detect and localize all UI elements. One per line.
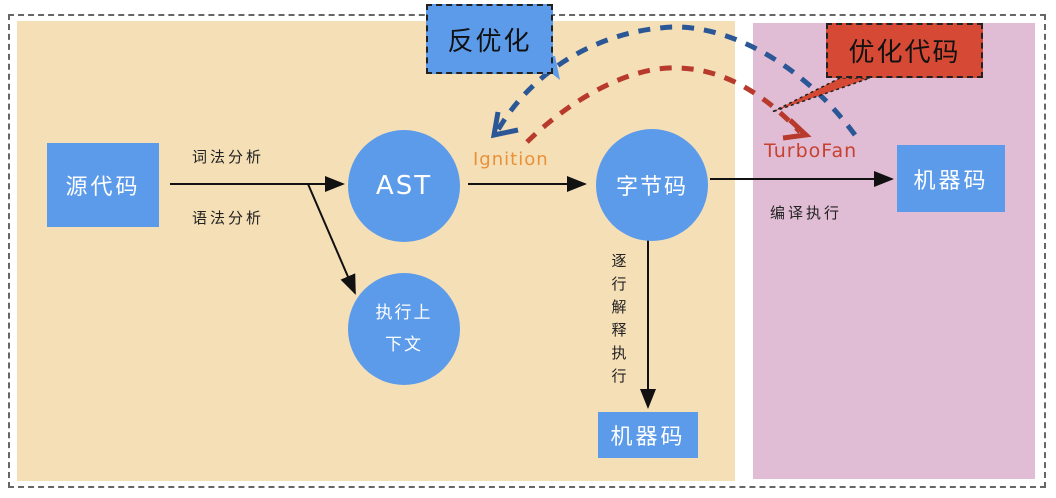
interpret-char: 行 — [611, 367, 627, 385]
optimized-code-callout: 优化代码 — [826, 23, 983, 78]
turbofan-label: TurboFan — [764, 140, 858, 162]
exec-context-line2: 下文 — [385, 335, 423, 355]
bytecode-label: 字节码 — [615, 175, 688, 200]
deoptimize-callout: 反优化 — [426, 4, 553, 74]
opt-arrowhead — [782, 118, 812, 141]
bytecode-node: 字节码 — [596, 129, 708, 241]
arrow-to-exec-context — [307, 183, 356, 295]
opt-arrow — [525, 65, 802, 144]
interpret-char: 解 — [611, 298, 627, 316]
compile-execute-label: 编译执行 — [770, 204, 843, 222]
ast-node: AST — [348, 130, 460, 242]
interpret-line-by-line-label: 逐 行 解 释 执 行 — [610, 250, 628, 388]
ignition-label: Ignition — [473, 149, 549, 170]
syntax-analysis-label: 语法分析 — [192, 209, 265, 227]
exec-context-node: 执行上 下文 — [348, 273, 460, 385]
source-code-node: 源代码 — [47, 143, 159, 227]
interpret-char: 逐 — [611, 252, 627, 270]
interpret-char: 行 — [611, 275, 627, 293]
lexical-analysis-label: 词法分析 — [192, 148, 265, 166]
machine-code-interp-node: 机器码 — [598, 412, 698, 458]
machine-code-compiled-node: 机器码 — [897, 145, 1005, 212]
opt-callout-tail — [771, 77, 871, 113]
v8-engine-panel — [17, 21, 735, 481]
ast-label: AST — [375, 171, 433, 201]
exec-context-line1: 执行上 — [375, 303, 433, 323]
interpret-char: 释 — [611, 321, 627, 339]
interpret-char: 执 — [611, 344, 627, 362]
deopt-arrowhead — [490, 111, 519, 139]
